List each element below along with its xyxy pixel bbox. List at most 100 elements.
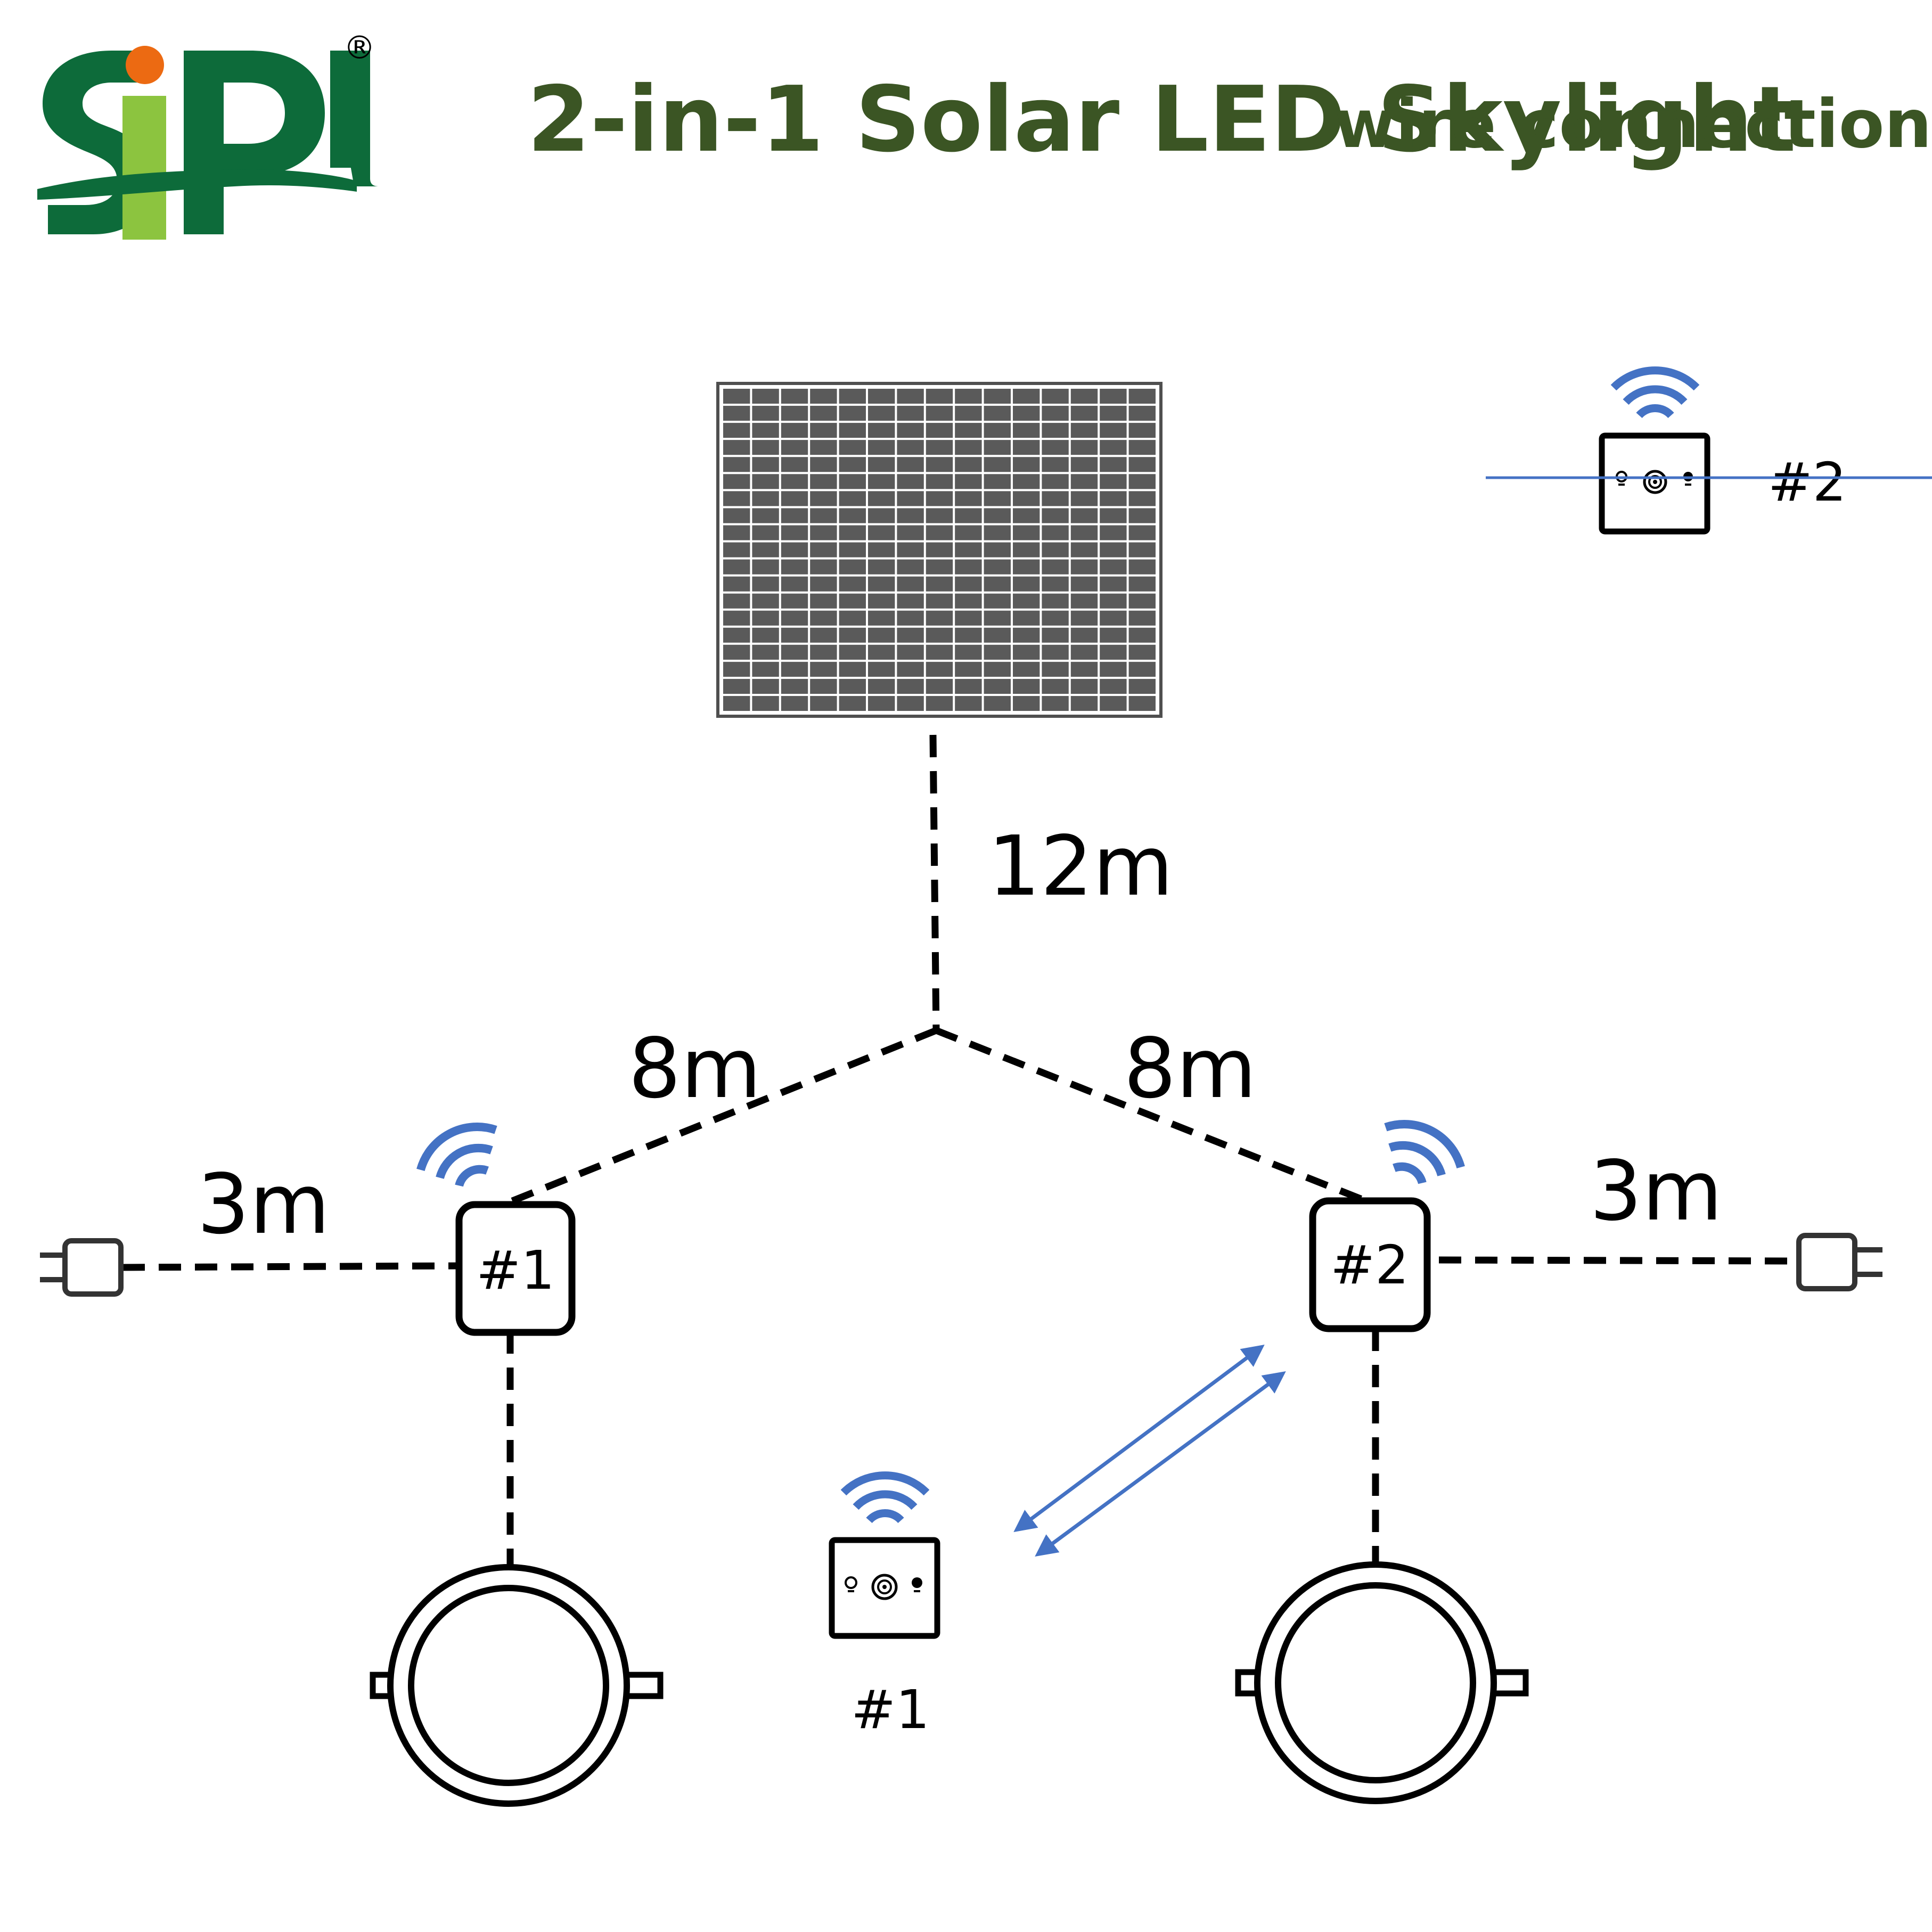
solar-cell	[839, 610, 866, 626]
solar-cell	[1070, 423, 1098, 438]
solar-cell	[926, 389, 953, 404]
solar-cell	[723, 389, 750, 404]
solar-cell	[955, 525, 982, 541]
controller-2-label: #2	[1330, 1234, 1409, 1296]
solar-cell	[1042, 406, 1069, 421]
solar-cell	[984, 491, 1011, 506]
solar-cell	[926, 559, 953, 575]
solar-cell	[955, 678, 982, 694]
solar-cell	[752, 389, 779, 404]
solar-cell	[955, 457, 982, 472]
solar-cell	[723, 440, 750, 455]
solar-cell	[1128, 423, 1156, 438]
solar-cell	[810, 457, 837, 472]
solar-cell	[752, 440, 779, 455]
solar-cell	[897, 576, 924, 592]
solar-cell	[1013, 576, 1040, 592]
solar-cell	[1013, 423, 1040, 438]
solar-cell	[723, 457, 750, 472]
solar-cell	[1128, 406, 1156, 421]
solar-cell	[984, 440, 1011, 455]
solar-cell	[1042, 593, 1069, 609]
solar-cell	[1070, 576, 1098, 592]
solar-cell	[1100, 661, 1127, 677]
solar-cell	[1128, 440, 1156, 455]
solar-cell	[1128, 661, 1156, 677]
solar-cell	[752, 542, 779, 558]
solar-cell	[926, 644, 953, 660]
solar-cell	[926, 661, 953, 677]
wire-length-8m-left: 8m	[628, 1020, 762, 1117]
solar-cell	[984, 661, 1011, 677]
remote-control-2: #2	[1599, 432, 1846, 535]
solar-cell	[810, 542, 837, 558]
round-led-light-icon	[1235, 1561, 1529, 1804]
solar-cell	[1070, 695, 1098, 711]
solar-cell	[1013, 610, 1040, 626]
solar-cell	[781, 423, 808, 438]
solar-cell	[781, 593, 808, 609]
solar-cell	[810, 389, 837, 404]
solar-cell	[839, 406, 866, 421]
wifi-icon	[1384, 1120, 1465, 1184]
wire-length-8m-right: 8m	[1124, 1020, 1257, 1117]
solar-cell	[1070, 474, 1098, 489]
solar-cell	[868, 593, 895, 609]
solar-cell	[723, 661, 750, 677]
solar-cell	[1013, 695, 1040, 711]
solar-cell	[1013, 627, 1040, 643]
solar-cell	[810, 678, 837, 694]
solar-cell	[781, 474, 808, 489]
solar-cell	[1070, 559, 1098, 575]
solar-cell	[897, 678, 924, 694]
solar-cell	[926, 610, 953, 626]
solar-cell	[1013, 644, 1040, 660]
solar-cell	[781, 661, 808, 677]
solar-cell	[839, 508, 866, 523]
solar-cell	[955, 440, 982, 455]
solar-cell	[1100, 474, 1127, 489]
solar-cell	[897, 508, 924, 523]
solar-cell	[868, 678, 895, 694]
sipl-logo: ®	[37, 29, 379, 240]
controller-box-2: #2	[1309, 1197, 1431, 1332]
solar-cell	[1128, 610, 1156, 626]
solar-cell	[897, 593, 924, 609]
solar-cell	[810, 525, 837, 541]
solar-cell	[1070, 627, 1098, 643]
solar-cell	[1070, 491, 1098, 506]
solar-cell	[1013, 525, 1040, 541]
solar-cell	[839, 525, 866, 541]
solar-cell	[810, 474, 837, 489]
solar-cell	[752, 508, 779, 523]
solar-cell	[752, 610, 779, 626]
solar-cell	[955, 559, 982, 575]
solar-cell	[781, 406, 808, 421]
solar-cell	[926, 423, 953, 438]
solar-cell	[897, 610, 924, 626]
solar-cell	[781, 559, 808, 575]
bulb-on-icon	[912, 1577, 922, 1592]
solar-cell	[1013, 559, 1040, 575]
solar-cell	[1042, 423, 1069, 438]
solar-cell	[1100, 610, 1127, 626]
solar-cell	[810, 508, 837, 523]
solar-cell	[723, 508, 750, 523]
solar-cell	[752, 627, 779, 643]
solar-cell	[897, 474, 924, 489]
solar-cell	[1070, 661, 1098, 677]
solar-cell	[752, 661, 779, 677]
solar-cell	[868, 457, 895, 472]
power-plug-icon	[40, 1238, 124, 1297]
solar-cell	[1042, 559, 1069, 575]
solar-cell	[1128, 457, 1156, 472]
solar-cell	[955, 644, 982, 660]
solar-cell	[1013, 661, 1040, 677]
controller-1-label: #1	[476, 1239, 554, 1301]
solar-cell	[1013, 440, 1040, 455]
bulb-off-icon	[845, 1576, 857, 1592]
solar-cell	[839, 593, 866, 609]
solar-cell	[1128, 525, 1156, 541]
solar-cell	[926, 491, 953, 506]
solar-cell	[1128, 678, 1156, 694]
